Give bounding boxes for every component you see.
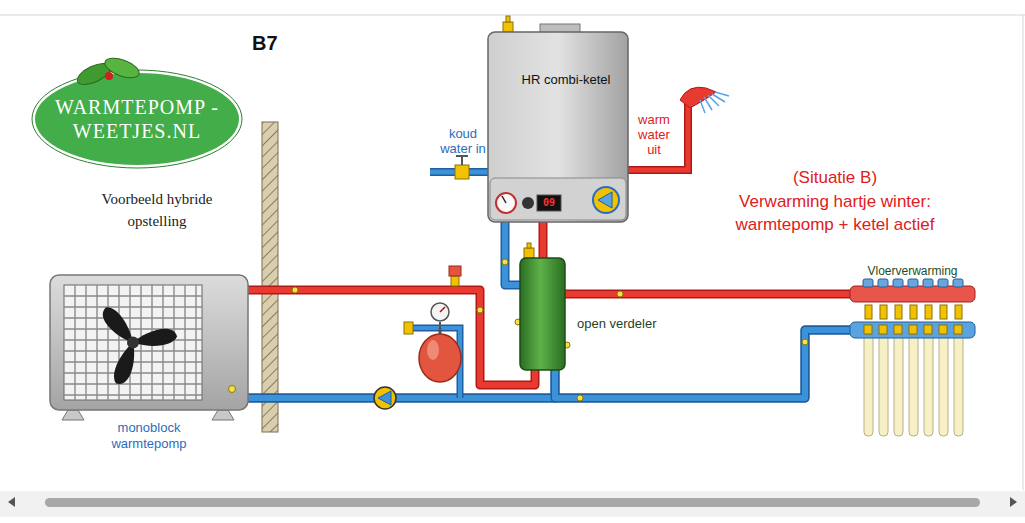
unit-foot bbox=[212, 410, 234, 420]
heat-pump-unit-shape bbox=[50, 275, 248, 410]
pipe-core bbox=[248, 290, 535, 385]
fan-grille bbox=[64, 285, 202, 400]
supply-manifold bbox=[850, 286, 975, 302]
air-vent bbox=[527, 243, 531, 248]
manifold-valves bbox=[863, 279, 963, 334]
boiler-pump-arrow bbox=[598, 192, 612, 208]
logo-leaf bbox=[102, 54, 141, 81]
situation-note: Verwarming hartje winter: warmtepomp + k… bbox=[700, 190, 970, 236]
boiler-box-shape bbox=[488, 32, 644, 222]
caption-note: Voorbeeld hybride opstelling bbox=[72, 188, 242, 232]
grille-bars bbox=[64, 285, 202, 400]
gauge-needle bbox=[440, 307, 445, 312]
circulation-pump bbox=[374, 387, 396, 409]
node-label: Vloerverwarming bbox=[867, 264, 957, 279]
frame-line bbox=[0, 15, 1025, 16]
boiler-pump bbox=[593, 187, 619, 213]
floor-heating-manifold-shape bbox=[850, 283, 975, 438]
unit-foot bbox=[62, 410, 84, 420]
pump-arrow bbox=[378, 391, 391, 405]
pipe-outline bbox=[565, 290, 850, 299]
hot-water-pipe bbox=[628, 98, 688, 170]
pipe-outline bbox=[505, 222, 520, 285]
vessel-pipe bbox=[412, 328, 460, 398]
fan-blades bbox=[99, 303, 177, 388]
logo-badge-shape bbox=[34, 72, 240, 166]
scrollbar-thumb bbox=[45, 498, 980, 507]
logo-badge: WARMTEPOMP -WEETJES.NL bbox=[34, 72, 240, 166]
temperature-gauge bbox=[496, 193, 516, 213]
air-vent bbox=[404, 322, 413, 334]
boiler-casing bbox=[488, 32, 628, 222]
wall bbox=[262, 122, 278, 432]
situation-note: (Situatie B) bbox=[700, 166, 970, 189]
expansion-vessel bbox=[419, 334, 461, 382]
pipe-label: warm water uit bbox=[630, 112, 678, 157]
pipe-core bbox=[505, 222, 520, 285]
pipe-connector bbox=[543, 222, 544, 258]
expansion-vessel-shine bbox=[427, 340, 439, 360]
diagram-title: B7 bbox=[252, 32, 278, 55]
vessel-neck bbox=[439, 328, 442, 334]
node-label: monoblock warmtepomp bbox=[89, 420, 209, 452]
hot-water-pipe bbox=[628, 98, 688, 170]
pipe-core bbox=[555, 330, 850, 398]
floor-heating-manifold: Vloerverwarming bbox=[850, 283, 975, 438]
logo-ellipse-rim bbox=[32, 70, 242, 168]
pipe-connector bbox=[248, 290, 535, 385]
safety-valve bbox=[449, 266, 461, 276]
gauge-needle bbox=[502, 196, 506, 203]
sensor-dot bbox=[229, 386, 236, 393]
buffer-vessel-shape bbox=[520, 258, 565, 370]
safety-valve bbox=[451, 276, 459, 286]
boiler-box: HR combi-ketel bbox=[488, 32, 644, 222]
air-vent bbox=[506, 16, 510, 22]
stop-valve bbox=[455, 165, 469, 179]
control-knob bbox=[522, 197, 534, 209]
pressure-gauge bbox=[431, 303, 449, 321]
pipe-connector bbox=[565, 294, 850, 295]
pipe-outline bbox=[539, 222, 548, 258]
node-label: WARMTEPOMP -WEETJES.NL bbox=[52, 95, 222, 143]
pipe-outline bbox=[248, 290, 535, 385]
air-vent bbox=[524, 248, 534, 258]
buffer-vessel: open verdeler bbox=[520, 258, 565, 370]
node-label: HR combi-ketel bbox=[488, 72, 644, 88]
pipe-connector bbox=[505, 222, 520, 285]
pipe-label: koud water in bbox=[432, 126, 494, 156]
control-panel bbox=[490, 178, 626, 220]
logo-ellipse bbox=[34, 72, 240, 166]
pipe-outline bbox=[555, 330, 850, 398]
unit-casing bbox=[50, 275, 248, 410]
scroll-arrow bbox=[1010, 497, 1017, 507]
buffer-body bbox=[520, 258, 565, 370]
stop-valve bbox=[461, 156, 463, 165]
scrollbar-track bbox=[0, 491, 1025, 517]
pipe-core bbox=[565, 291, 850, 297]
pipe-core bbox=[540, 222, 546, 258]
sensor-dots bbox=[292, 259, 808, 401]
heat-pump-unit: monoblock warmtepomp bbox=[50, 275, 248, 410]
gauge-stem bbox=[439, 322, 441, 328]
display-value: 09 bbox=[539, 197, 559, 209]
water-spray bbox=[700, 92, 729, 113]
vessel-pipe bbox=[412, 328, 460, 398]
pipe-connector bbox=[555, 330, 850, 398]
return-manifold bbox=[850, 322, 975, 338]
air-vent bbox=[503, 22, 513, 32]
frame-line bbox=[1023, 15, 1024, 490]
display-screen bbox=[537, 195, 561, 211]
logo-ladybug bbox=[105, 72, 113, 80]
node-label: open verdeler bbox=[577, 316, 657, 332]
scroll-arrow bbox=[8, 497, 15, 507]
